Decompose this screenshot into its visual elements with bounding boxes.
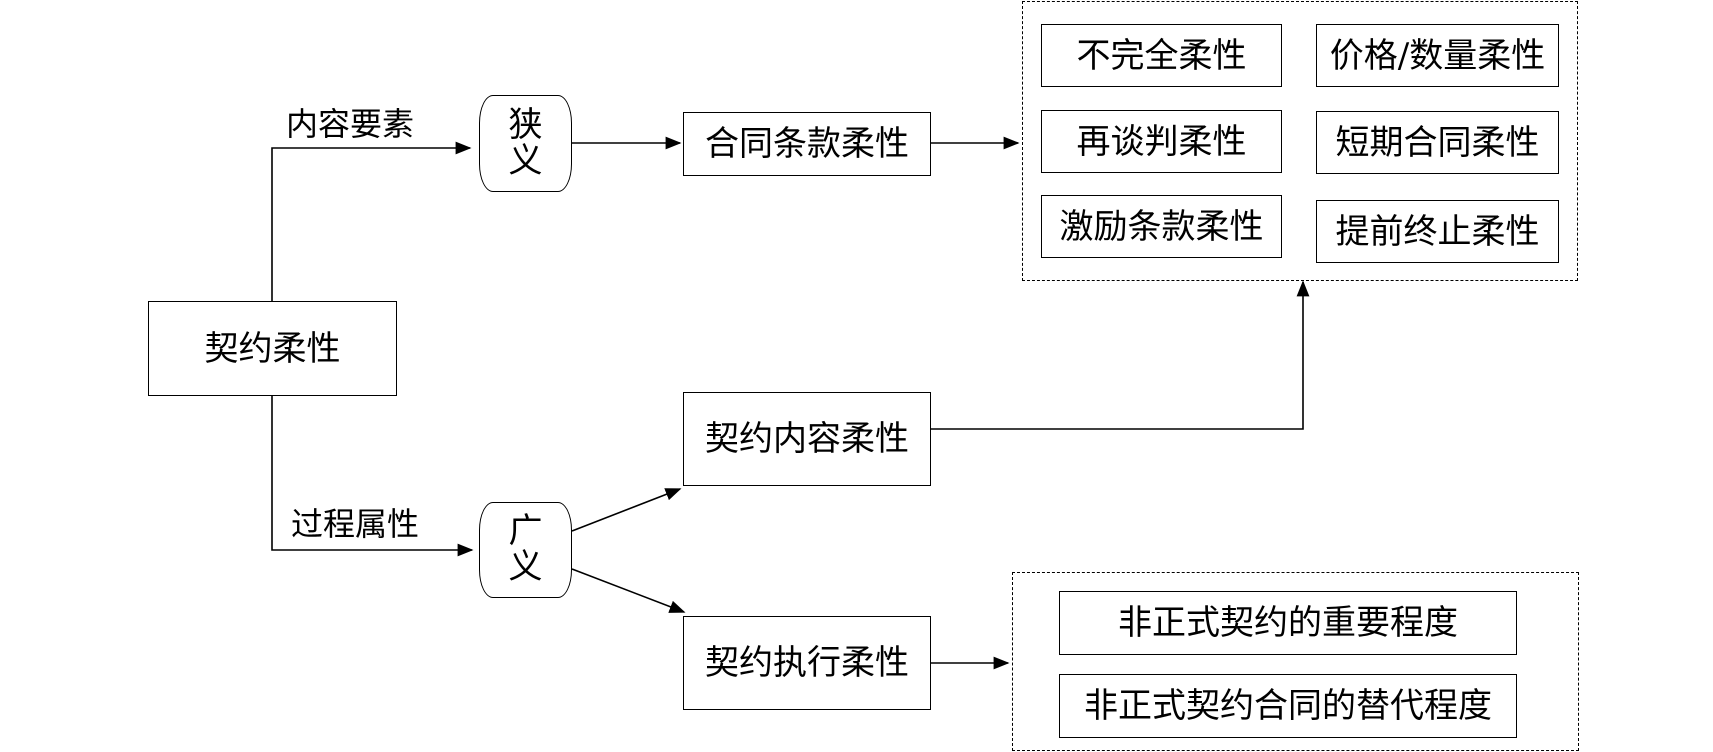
term-type-item: 短期合同柔性: [1316, 111, 1559, 174]
term-type-item: 提前终止柔性: [1316, 200, 1559, 263]
broad-sense-label: 广义: [508, 511, 543, 587]
term-type-item: 价格/数量柔性: [1316, 24, 1559, 87]
connector-content-to-types: [930, 280, 1310, 430]
connector-root-to-broad: [271, 396, 474, 557]
term-type-item: 再谈判柔性: [1041, 110, 1282, 173]
connector-broad-to-content: [571, 488, 682, 532]
connector-root-to-narrow: [271, 141, 472, 301]
term-types-group: [1022, 1, 1578, 281]
term-type-item: 不完全柔性: [1041, 24, 1282, 87]
contract-content-label: 契约内容柔性: [705, 419, 909, 459]
term-type-item: 激励条款柔性: [1041, 195, 1282, 258]
informal-contract-group: [1012, 572, 1579, 751]
contract-execution-node: 契约执行柔性: [683, 616, 931, 710]
connector-broad-to-execution: [571, 568, 686, 613]
branch-label-process-attributes: 过程属性: [291, 505, 420, 543]
narrow-sense-node: 狭义: [479, 95, 572, 192]
branch-label-content-elements: 内容要素: [286, 105, 415, 143]
root-node-label: 契约柔性: [204, 328, 341, 369]
contract-terms-node: 合同条款柔性: [683, 112, 931, 176]
contract-terms-label: 合同条款柔性: [705, 124, 909, 164]
root-node: 契约柔性: [148, 301, 397, 396]
informal-item: 非正式契约合同的替代程度: [1059, 674, 1517, 738]
narrow-sense-label: 狭义: [508, 104, 543, 181]
informal-item: 非正式契约的重要程度: [1059, 591, 1517, 655]
broad-sense-node: 广义: [479, 502, 572, 598]
contract-content-node: 契约内容柔性: [683, 392, 931, 486]
contract-execution-label: 契约执行柔性: [705, 643, 909, 683]
